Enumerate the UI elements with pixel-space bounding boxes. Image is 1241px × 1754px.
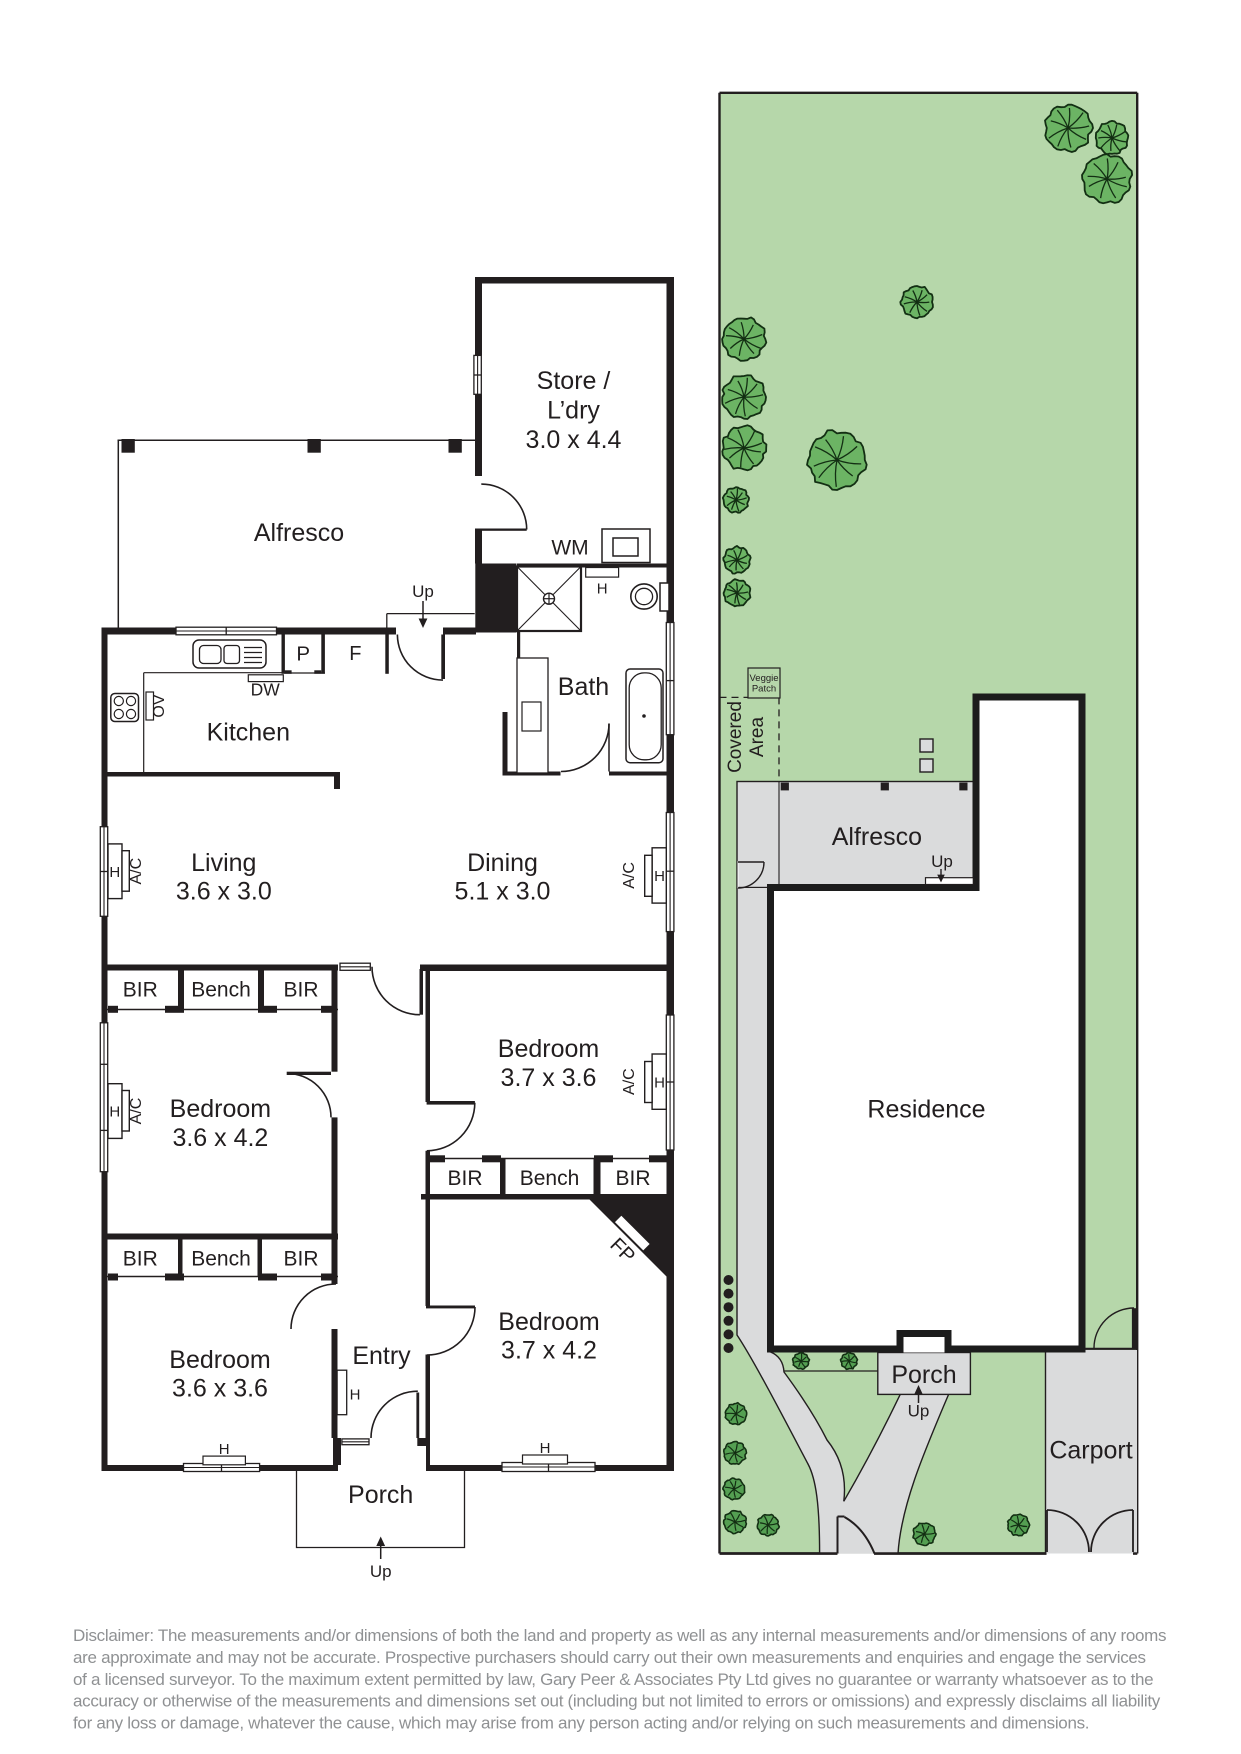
svg-text:WM: WM <box>551 537 588 560</box>
svg-text:H: H <box>654 868 665 885</box>
svg-text:3.0 x 4.4: 3.0 x 4.4 <box>526 426 622 454</box>
svg-text:Patch: Patch <box>752 684 776 695</box>
svg-text:BIR: BIR <box>283 979 318 1002</box>
svg-text:L’dry: L’dry <box>547 397 600 425</box>
svg-text:A/C: A/C <box>128 858 145 885</box>
svg-text:Bench: Bench <box>520 1167 580 1190</box>
svg-text:3.7 x 4.2: 3.7 x 4.2 <box>501 1337 597 1365</box>
svg-text:Up: Up <box>931 852 953 871</box>
svg-text:A/C: A/C <box>128 1098 145 1125</box>
svg-text:A/C: A/C <box>621 862 638 889</box>
svg-text:3.7 x 3.6: 3.7 x 3.6 <box>501 1064 597 1092</box>
svg-text:for any loss or damage, whatev: for any loss or damage, whatever the cau… <box>73 1713 1089 1732</box>
svg-text:Kitchen: Kitchen <box>207 719 290 747</box>
svg-text:BIR: BIR <box>123 1248 158 1271</box>
svg-text:3.6 x 3.6: 3.6 x 3.6 <box>172 1375 268 1403</box>
svg-text:Bedroom: Bedroom <box>498 1035 599 1063</box>
svg-text:Bench: Bench <box>191 1248 251 1271</box>
svg-text:Residence: Residence <box>867 1095 985 1123</box>
svg-text:DW: DW <box>251 680 281 700</box>
svg-text:3.6 x 3.0: 3.6 x 3.0 <box>176 878 272 906</box>
svg-text:Up: Up <box>412 582 434 601</box>
svg-text:are approximate and may not be: are approximate and may not be accurate.… <box>73 1648 1146 1667</box>
svg-text:H: H <box>219 1441 230 1458</box>
svg-text:Disclaimer: The measurements a: Disclaimer: The measurements and/or dime… <box>73 1626 1166 1645</box>
svg-text:3.6 x 4.2: 3.6 x 4.2 <box>172 1124 268 1152</box>
svg-text:Bench: Bench <box>191 979 251 1002</box>
svg-text:of a licensed surveyor. To the: of a licensed surveyor. To the maximum e… <box>73 1670 1153 1689</box>
svg-text:accuracy or otherwise of the m: accuracy or otherwise of the measurement… <box>73 1692 1161 1711</box>
svg-text:A/C: A/C <box>621 1068 638 1095</box>
svg-text:Covered: Covered <box>725 701 746 773</box>
svg-text:BIR: BIR <box>447 1167 482 1190</box>
svg-text:Carport: Carport <box>1049 1437 1132 1465</box>
svg-text:H: H <box>597 581 608 598</box>
svg-text:Living: Living <box>191 849 256 877</box>
svg-text:H: H <box>109 864 120 881</box>
svg-text:H: H <box>540 1440 551 1457</box>
svg-text:Up: Up <box>370 1562 392 1581</box>
svg-text:BIR: BIR <box>615 1167 650 1190</box>
svg-text:Veggie: Veggie <box>749 673 778 684</box>
svg-text:Store /: Store / <box>537 367 611 395</box>
svg-text:Dining: Dining <box>467 849 538 877</box>
svg-text:H: H <box>654 1074 665 1091</box>
svg-text:Bedroom: Bedroom <box>170 1095 271 1123</box>
svg-text:OV: OV <box>151 694 168 717</box>
svg-text:Area: Area <box>747 717 768 758</box>
svg-text:BIR: BIR <box>123 979 158 1002</box>
svg-text:Bedroom: Bedroom <box>498 1308 599 1336</box>
svg-text:Alfresco: Alfresco <box>254 519 344 547</box>
svg-text:Bedroom: Bedroom <box>169 1346 270 1374</box>
svg-text:Porch: Porch <box>348 1481 413 1509</box>
svg-text:Up: Up <box>908 1402 930 1421</box>
svg-text:P: P <box>296 643 310 666</box>
svg-text:BIR: BIR <box>283 1248 318 1271</box>
svg-text:F: F <box>349 643 361 665</box>
svg-text:H: H <box>350 1386 361 1403</box>
svg-text:5.1 x 3.0: 5.1 x 3.0 <box>455 878 551 906</box>
svg-text:Entry: Entry <box>352 1342 411 1370</box>
svg-text:Alfresco: Alfresco <box>832 823 922 851</box>
svg-text:Porch: Porch <box>891 1361 956 1389</box>
svg-text:H: H <box>109 1104 120 1121</box>
svg-text:Bath: Bath <box>558 673 609 701</box>
